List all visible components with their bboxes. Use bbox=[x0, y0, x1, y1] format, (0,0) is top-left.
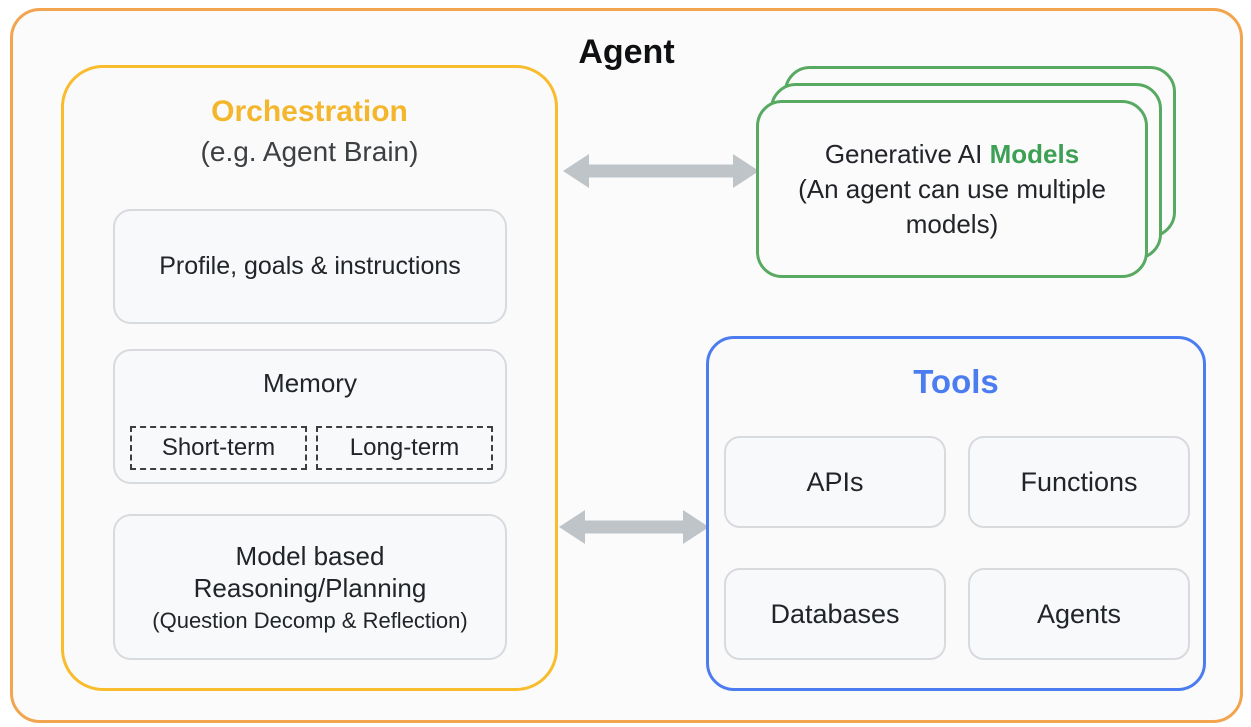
reasoning-line-2: Reasoning/Planning bbox=[193, 573, 427, 603]
tool-apis-label: APIs bbox=[806, 466, 864, 497]
profile-goals-instructions-label: Profile, goals & instructions bbox=[159, 252, 461, 280]
orchestration-box: Orchestration (e.g. Agent Brain) Profile… bbox=[61, 65, 558, 691]
reasoning-planning-box: Model based Reasoning/Planning (Question… bbox=[113, 514, 507, 660]
tool-functions-box: Functions bbox=[968, 436, 1190, 528]
memory-title: Memory bbox=[263, 368, 357, 398]
tool-databases-label: Databases bbox=[770, 598, 900, 629]
tool-agents-box: Agents bbox=[968, 568, 1190, 660]
models-title-highlight: Models bbox=[989, 138, 1080, 169]
tool-apis-box: APIs bbox=[724, 436, 946, 528]
reasoning-line-3: (Question Decomp & Reflection) bbox=[152, 608, 468, 633]
short-term-memory-label: Short-term bbox=[161, 434, 276, 461]
models-card-subtitle: (An agent can use multiple models) bbox=[798, 173, 1106, 239]
orchestration-tools-double-arrow-icon bbox=[559, 510, 709, 544]
memory-box: Memory Short-term Long-term bbox=[113, 349, 507, 484]
models-card-title: Generative AI Models bbox=[825, 137, 1079, 172]
tools-box: Tools APIs Functions Databases Agents bbox=[706, 336, 1206, 691]
tool-functions-label: Functions bbox=[1020, 466, 1138, 497]
orchestration-models-double-arrow-icon bbox=[563, 154, 759, 188]
reasoning-line-1: Model based bbox=[235, 541, 385, 571]
profile-goals-instructions-box: Profile, goals & instructions bbox=[113, 209, 507, 324]
agent-container-box: Agent Orchestration (e.g. Agent Brain) P… bbox=[10, 8, 1243, 723]
tool-databases-box: Databases bbox=[724, 568, 946, 660]
tool-agents-label: Agents bbox=[1036, 598, 1122, 629]
long-term-memory-box: Long-term bbox=[316, 426, 493, 470]
models-title-prefix: Generative AI bbox=[824, 138, 990, 169]
orchestration-title: Orchestration bbox=[211, 95, 408, 128]
short-term-memory-box: Short-term bbox=[130, 426, 307, 470]
models-card-front: Generative AI Models (An agent can use m… bbox=[756, 100, 1148, 278]
tools-title: Tools bbox=[913, 363, 999, 400]
long-term-memory-label: Long-term bbox=[349, 434, 460, 461]
orchestration-subtitle: (e.g. Agent Brain) bbox=[200, 136, 419, 167]
diagram-title: Agent bbox=[578, 33, 675, 71]
